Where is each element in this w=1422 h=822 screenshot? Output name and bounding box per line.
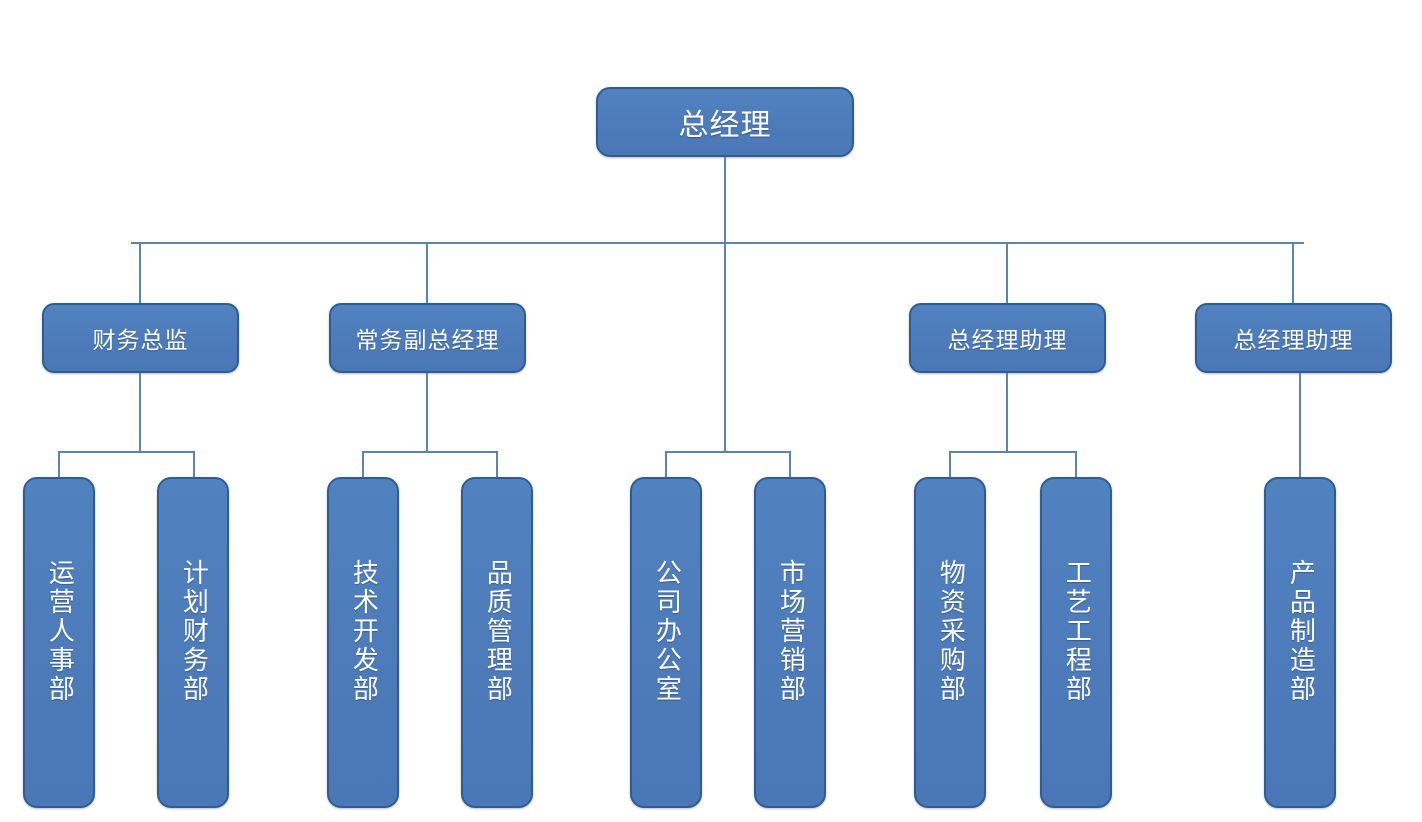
node-label: 品质管理部 [483, 559, 513, 704]
node-operations-hr-dept[interactable]: 运营人事部 [23, 477, 95, 808]
node-label: 产品制造部 [1286, 559, 1316, 704]
connector-cfo-bus [58, 451, 195, 453]
node-label: 总经理助理 [1233, 328, 1354, 353]
connector-gm-to-office [665, 451, 667, 479]
node-gm-assistant-1[interactable]: 总经理助理 [909, 303, 1106, 373]
node-product-manufacturing-dept[interactable]: 产品制造部 [1264, 477, 1336, 808]
connector-root-stem [724, 157, 726, 243]
node-process-engineering-dept[interactable]: 工艺工程部 [1040, 477, 1112, 808]
node-general-manager[interactable]: 总经理 [596, 87, 854, 157]
connector-bus-to-cfo [139, 242, 141, 303]
connector-bus-to-evp [426, 242, 428, 303]
connector-gm-assistant-1-stem [1006, 373, 1008, 452]
node-label: 总经理 [678, 109, 772, 142]
node-label: 常务副总经理 [355, 328, 500, 353]
node-label: 市场营销部 [776, 559, 806, 704]
node-finance-director[interactable]: 财务总监 [42, 303, 239, 373]
node-label: 技术开发部 [349, 559, 379, 704]
node-executive-deputy-gm[interactable]: 常务副总经理 [329, 303, 526, 373]
connector-evp-bus [362, 451, 498, 453]
node-label: 计划财务部 [179, 559, 209, 704]
connector-gm-center-stem [724, 243, 726, 452]
connector-gm-center-bus [665, 451, 791, 453]
connector-bus-to-gm-assistant-1 [1006, 242, 1008, 303]
connector-level2-bus [131, 242, 1304, 244]
node-marketing-dept[interactable]: 市场营销部 [754, 477, 826, 808]
node-label: 财务总监 [92, 328, 189, 353]
node-quality-management-dept[interactable]: 品质管理部 [461, 477, 533, 808]
node-label: 总经理助理 [947, 328, 1068, 353]
connector-evp-stem [426, 373, 428, 452]
connector-bus-to-gm-assistant-2 [1292, 242, 1294, 303]
node-gm-assistant-2[interactable]: 总经理助理 [1195, 303, 1392, 373]
connector-assistant2-to-manufacture [1299, 373, 1301, 479]
node-technology-development-dept[interactable]: 技术开发部 [327, 477, 399, 808]
connector-cfo-to-ophr [58, 451, 60, 479]
node-label: 公司办公室 [652, 559, 682, 704]
connector-evp-to-techdev [362, 451, 364, 479]
node-label: 工艺工程部 [1062, 559, 1092, 704]
node-company-office[interactable]: 公司办公室 [630, 477, 702, 808]
node-label: 运营人事部 [45, 559, 75, 704]
connector-evp-to-quality [496, 451, 498, 479]
connector-gm-assistant-1-bus [949, 451, 1077, 453]
connector-assistant1-to-procure [949, 451, 951, 479]
connector-cfo-to-planfin [193, 451, 195, 479]
connector-cfo-stem [139, 373, 141, 452]
connector-assistant1-to-process [1075, 451, 1077, 479]
node-label: 物资采购部 [936, 559, 966, 704]
connector-gm-to-marketing [789, 451, 791, 479]
node-planning-finance-dept[interactable]: 计划财务部 [157, 477, 229, 808]
node-materials-procurement-dept[interactable]: 物资采购部 [914, 477, 986, 808]
